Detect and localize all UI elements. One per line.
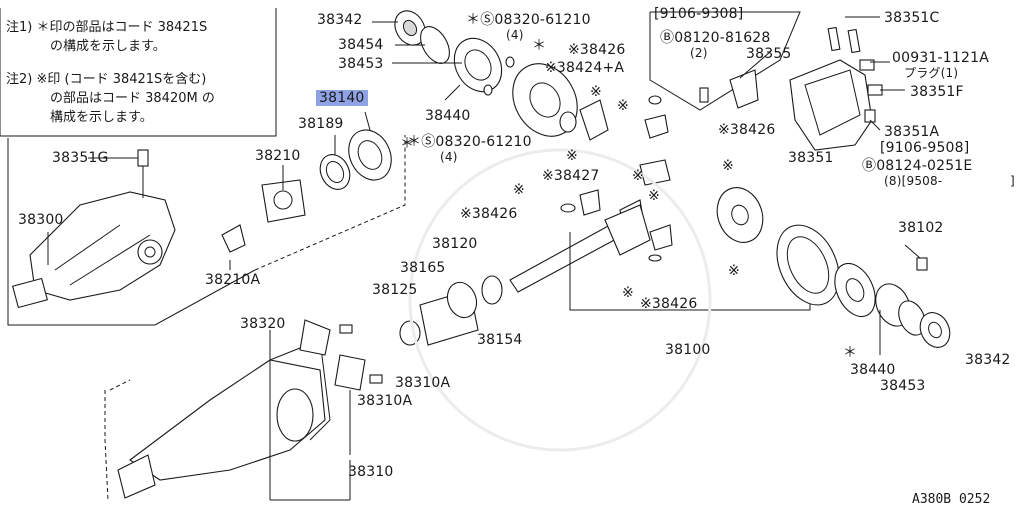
bolt-08320-top-qty: (4)	[506, 28, 524, 42]
seal-and-bearing-38140	[221, 129, 392, 253]
part-38351G[interactable]: 38351G	[52, 150, 109, 166]
leader-lines	[47, 16, 921, 501]
note2-line2: の部品はコード 38420M の	[50, 91, 215, 106]
plug-label: プラグ(1)	[904, 66, 959, 80]
bolt-08124-qty: (8)[9508-	[884, 174, 943, 188]
part-38351[interactable]: 38351	[788, 150, 834, 166]
part-38351A[interactable]: 38351A	[884, 124, 940, 140]
part-00931[interactable]: 00931-1121A	[892, 50, 989, 66]
part-38140-highlighted[interactable]: 38140	[316, 90, 368, 106]
differential-housing-38310	[117, 319, 383, 499]
part-38351F[interactable]: 38351F	[910, 84, 964, 100]
part-38120[interactable]: 38120	[432, 236, 478, 252]
note1-line2: の構成を示します。	[50, 39, 166, 54]
note2-line3: 構成を示します。	[50, 110, 153, 125]
bracket-bolt	[699, 87, 709, 103]
part-38426-b[interactable]: ※38426	[718, 122, 776, 138]
mark-star-a: ＊	[532, 38, 547, 54]
pinion-spacer-group	[399, 275, 503, 346]
part-38310[interactable]: 38310	[348, 464, 394, 480]
mark-5: ※	[513, 182, 525, 198]
part-38210[interactable]: 38210	[255, 148, 301, 164]
mark-11: ＊	[400, 136, 415, 152]
figure-code: A380B 0252	[912, 492, 991, 507]
part-38351A-date: [9106-9508]	[880, 140, 970, 156]
assembly-box-dashes	[254, 135, 406, 271]
part-38210A[interactable]: 38210A	[205, 272, 261, 288]
part-38102[interactable]: 38102	[898, 220, 944, 236]
mark-10: ＊	[843, 345, 858, 361]
differential-assembly-small	[11, 149, 176, 309]
mark-7: ※	[728, 263, 740, 279]
mark-8: ※	[622, 285, 634, 301]
part-38189[interactable]: 38189	[298, 116, 344, 132]
bolt-08120[interactable]: Ⓑ08120-81628	[660, 30, 771, 46]
part-38426-d[interactable]: ※38426	[640, 296, 698, 312]
pinion-bearing-group	[394, 10, 515, 96]
part-38165[interactable]: 38165	[400, 260, 446, 276]
part-38440-top[interactable]: 38440	[425, 108, 471, 124]
part-38320[interactable]: 38320	[240, 316, 286, 332]
watermark-emblem	[408, 148, 712, 452]
part-38440-right[interactable]: 38440	[850, 362, 896, 378]
part-38342-top[interactable]: 38342	[317, 12, 363, 28]
housing-dash-2	[109, 379, 131, 391]
part-38154[interactable]: 38154	[477, 332, 523, 348]
mark-6: ※	[648, 188, 660, 204]
bolt-08124-close: ]	[1010, 174, 1015, 188]
part-38426-a[interactable]: ※38426	[568, 42, 626, 58]
mark-9: ※	[632, 168, 644, 184]
mark-1: ※	[590, 84, 602, 100]
part-38125[interactable]: 38125	[372, 282, 418, 298]
mark-4: ※	[722, 158, 734, 174]
part-38453-top[interactable]: 38453	[338, 56, 384, 72]
part-38300[interactable]: 38300	[18, 212, 64, 228]
assembly-box-frame	[7, 138, 256, 326]
part-38453-right[interactable]: 38453	[880, 378, 926, 394]
bracket-date: [9106-9308]	[654, 6, 744, 22]
rear-cover-38351	[789, 26, 883, 151]
part-38426-c[interactable]: ※38426	[460, 206, 518, 222]
drive-pinion-38100	[509, 187, 840, 311]
side-bearings-right	[834, 257, 951, 348]
part-38351C[interactable]: 38351C	[884, 10, 940, 26]
bolt-08320-top[interactable]: ＊Ⓢ08320-61210	[466, 12, 591, 28]
part-38310A-a[interactable]: 38310A	[395, 375, 451, 391]
bolt-08320-bottom-qty: (4)	[440, 150, 458, 164]
part-38342-right[interactable]: 38342	[965, 352, 1011, 368]
part-38424A[interactable]: ※38424+A	[545, 60, 625, 76]
mark-2: ※	[617, 98, 629, 114]
part-38355[interactable]: 38355	[746, 46, 792, 62]
part-38310A-b[interactable]: 38310A	[357, 393, 413, 409]
part-38454[interactable]: 38454	[338, 37, 384, 53]
bolt-08120-qty: (2)	[690, 46, 708, 60]
note2-line1: 注2) ※印 (コード 38421Sを含む)	[6, 72, 207, 87]
part-38100[interactable]: 38100	[665, 342, 711, 358]
part-38427[interactable]: ※38427	[542, 168, 600, 184]
bracket-38355	[729, 69, 759, 109]
housing-dash	[104, 390, 109, 501]
note1-line1: 注1) ＊印の部品はコード 38421S	[6, 20, 208, 35]
bolt-08320-bottom[interactable]: ＊Ⓢ08320-61210	[407, 134, 532, 150]
bolt-08124[interactable]: Ⓑ08124-0251E	[862, 158, 973, 174]
notes-box-frame	[0, 8, 277, 137]
mark-3: ※	[566, 148, 578, 164]
